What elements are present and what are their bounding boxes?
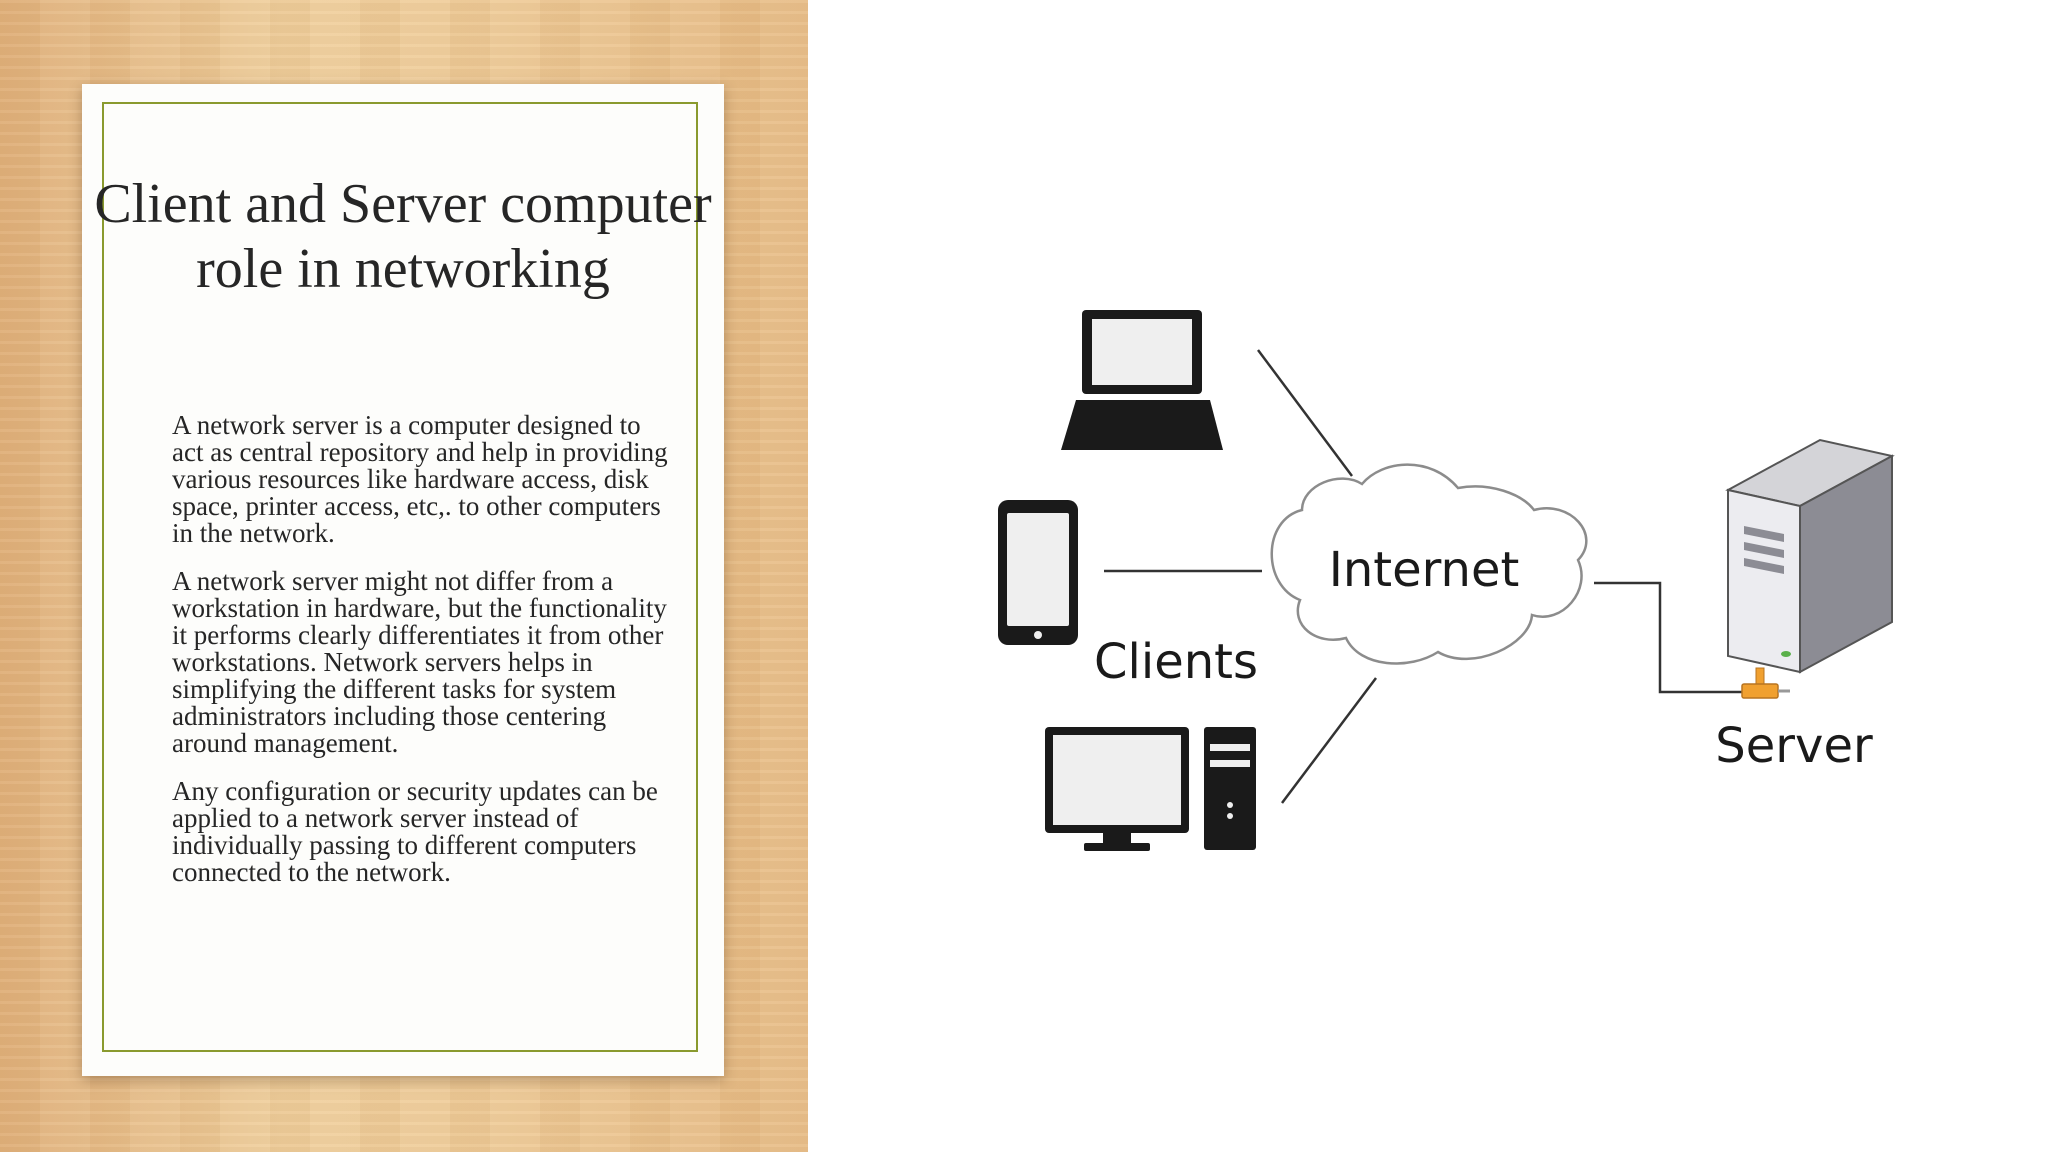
laptop-link-line [1256, 349, 1354, 477]
internet-label: Internet [1329, 542, 1520, 598]
text-card: Client and Server computer role in netwo… [82, 84, 724, 1076]
server-tower-icon [1725, 438, 1895, 699]
card-frame [102, 102, 698, 1052]
cloud-icon [1270, 463, 1588, 665]
server-label: Server [1715, 718, 1873, 774]
slide-title: Client and Server computer role in netwo… [94, 173, 712, 300]
desktop-computer-icon [1045, 727, 1256, 851]
smartphone-icon [998, 500, 1078, 645]
desktop-link-line [1281, 677, 1377, 804]
clients-label: Clients [1094, 634, 1258, 690]
paragraph-1: A network server is a computer designed … [172, 410, 668, 548]
laptop-icon [1061, 310, 1223, 450]
paragraph-2: A network server might not differ from a… [172, 566, 667, 758]
body-text: A network server is a computer designed … [172, 412, 672, 907]
paragraph-3: Any configuration or security updates ca… [172, 776, 658, 887]
server-link-line [1594, 581, 1742, 694]
